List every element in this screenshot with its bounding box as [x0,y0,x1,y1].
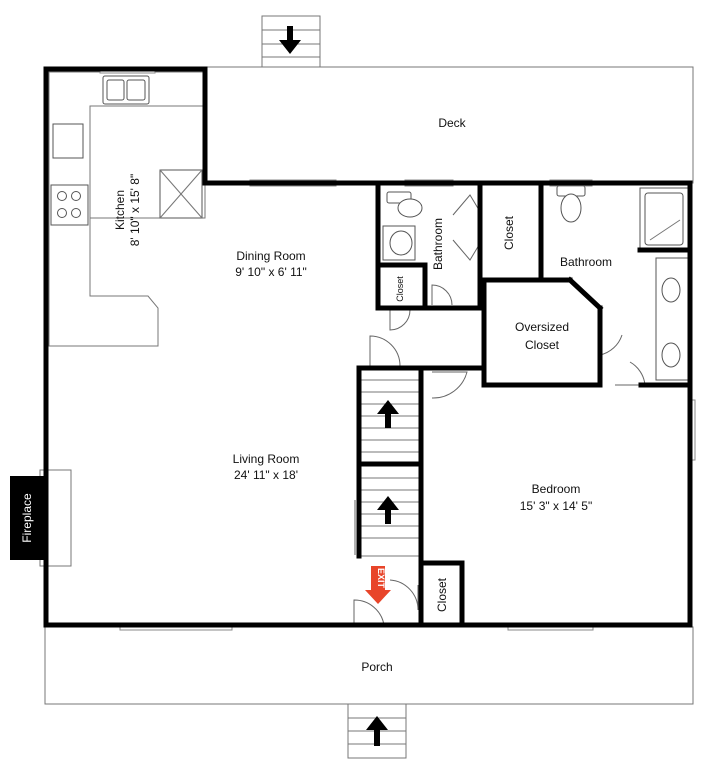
stove [50,184,89,226]
dining-label: Dining Room [236,249,305,263]
oversized-closet-label-1: Oversized [515,320,569,334]
kitchen-size: 8' 10" x 15' 8" [128,174,142,246]
stairs-upper [358,367,420,465]
kitchen-label: Kitchen [113,190,127,230]
door-bath-right [615,361,646,386]
deck-label: Deck [438,116,466,130]
kitchen-label-group: Kitchen 8' 10" x 15' 8" [113,174,142,246]
bedroom-label: Bedroom [532,482,581,496]
walls [43,66,693,628]
bedroom-size: 15' 3" x 14' 5" [520,499,592,513]
refrigerator [159,169,203,219]
closet-upper-label: Closet [502,215,516,250]
shower [639,187,689,251]
door-closet-small [389,309,411,331]
top-steps [261,15,321,68]
oversized-closet-label-2: Closet [525,338,560,352]
exit-sign: EXIT [365,566,391,604]
double-vanity [655,257,691,381]
arrow-up-icon [377,496,399,524]
arrow-up-icon [377,400,399,428]
toilet-left [386,191,423,218]
fireplace [10,476,44,560]
fireplace-label: Fireplace [20,493,34,543]
living-label: Living Room [233,452,300,466]
closet-lower-label: Closet [435,577,449,612]
sink-left [382,225,416,261]
exit-arrow-icon [365,566,391,604]
toilet-right [556,185,586,223]
bathroom-right-label: Bathroom [560,255,612,269]
exit-label: EXIT [376,568,386,589]
bottom-steps [347,703,407,759]
arrow-up-icon [366,716,388,746]
stairs-lower [358,465,420,557]
door-bath-left [431,284,453,306]
dishwasher [52,123,84,159]
door-hallway [369,335,401,367]
closet-small-label: Closet [395,276,405,302]
door-bedroom [431,371,468,399]
bathroom-left-label: Bathroom [431,218,445,270]
living-size: 24' 11" x 18' [234,468,298,482]
kitchen-sink [102,75,150,105]
door-oversized-closet [599,315,623,356]
dining-size: 9' 10" x 6' 11" [235,265,307,279]
porch-label: Porch [361,660,392,674]
arrow-down-icon [279,26,301,54]
